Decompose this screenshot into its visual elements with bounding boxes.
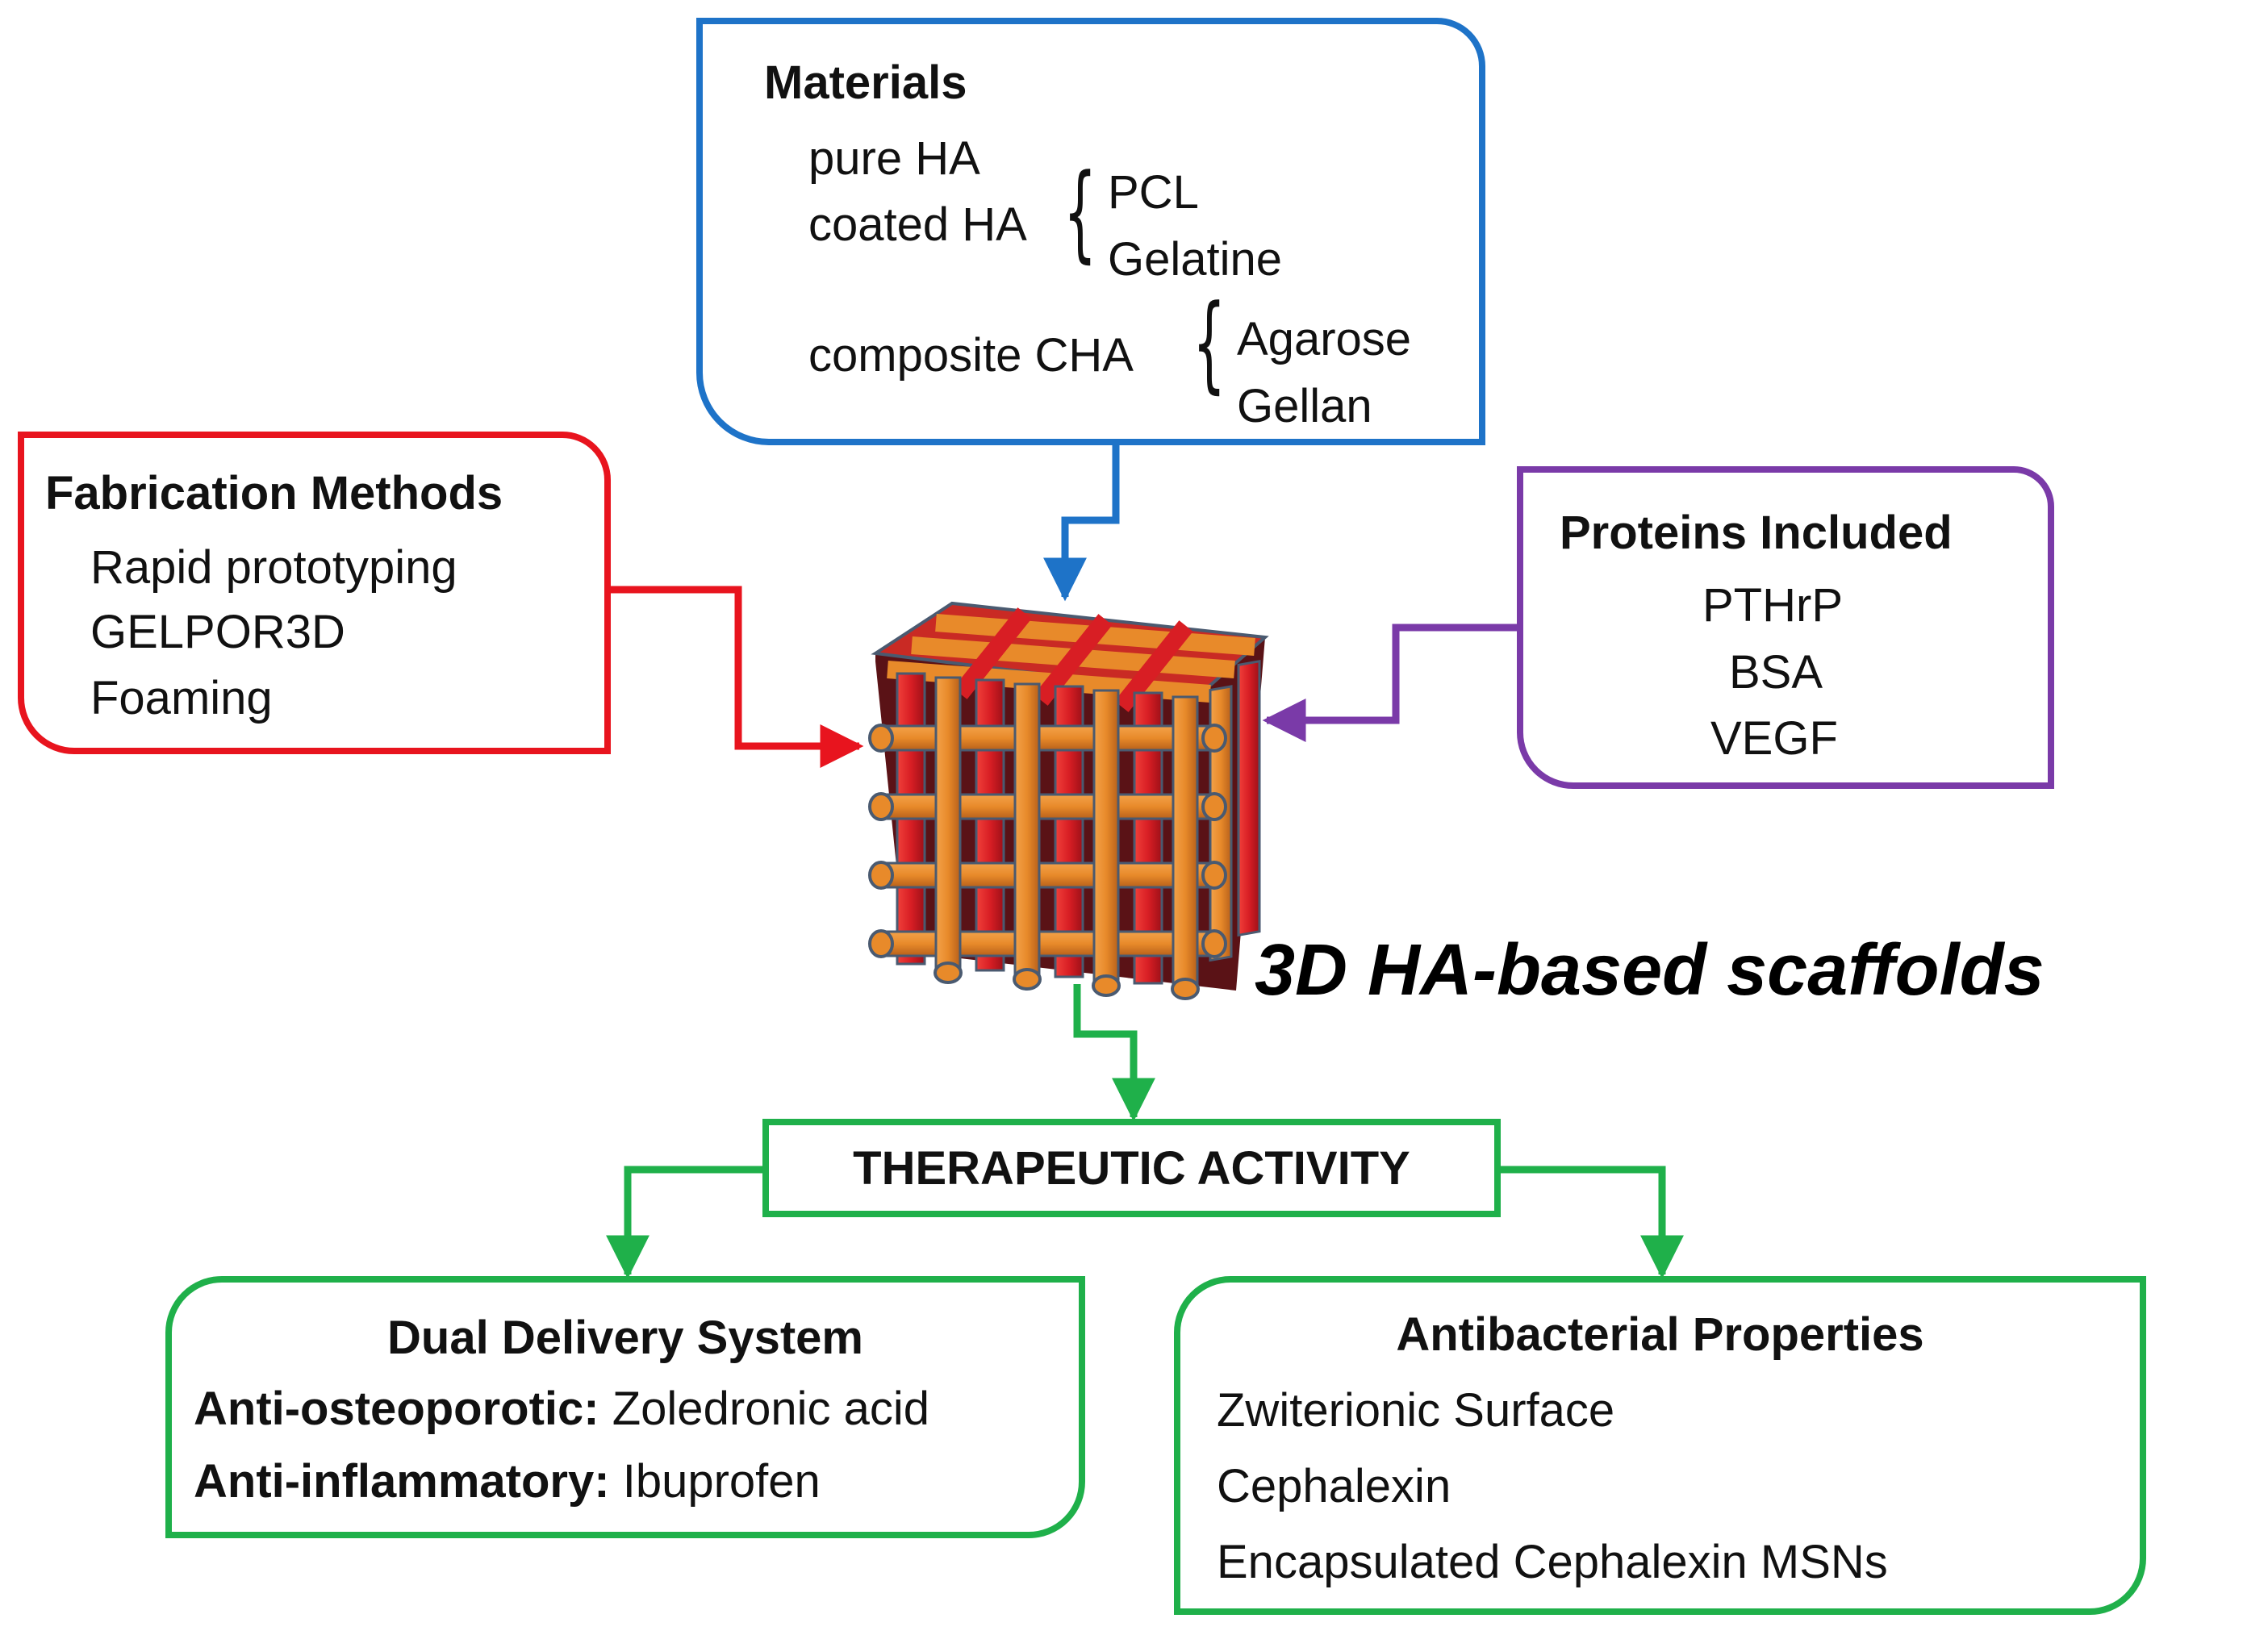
anti-osteoporotic-label: Anti-osteoporotic: [194, 1383, 599, 1435]
dual-delivery-title: Dual Delivery System [387, 1312, 863, 1364]
materials-composite-option-1: Agarose [1237, 313, 1412, 365]
therapeutic-box [762, 1119, 1501, 1217]
fabrication-item-1: Rapid prototyping [90, 541, 457, 594]
antibacterial-item-2: Cephalexin [1217, 1460, 1451, 1512]
materials-coated-option-1: PCL [1108, 166, 1199, 219]
materials-composite-cha: composite CHA [808, 329, 1134, 382]
materials-coated-option-2: Gelatine [1108, 233, 1283, 286]
anti-inflammatory-label: Anti-inflammatory: [194, 1455, 610, 1508]
antibacterial-item-1: Zwiterionic Surface [1217, 1384, 1615, 1437]
materials-box [696, 18, 1485, 445]
dual-delivery-row-1: Anti-osteoporotic: Zoledronic acid [194, 1386, 929, 1433]
proteins-arrow [1262, 624, 1519, 742]
proteins-item-2: BSA [1729, 646, 1823, 699]
proteins-item-1: PTHrP [1702, 579, 1843, 632]
fabrication-box [18, 432, 611, 754]
proteins-box [1517, 466, 2054, 789]
materials-title: Materials [764, 56, 967, 109]
materials-composite-option-2: Gellan [1237, 380, 1372, 432]
antibacterial-item-3: Encapsulated Cephalexin MSNs [1217, 1536, 1888, 1588]
fabrication-item-2: GELPOR3D [90, 606, 345, 658]
antibacterial-box [1174, 1276, 2146, 1615]
scaffold-arrow [1073, 984, 1155, 1122]
composite-brace: { [1192, 282, 1226, 404]
materials-coated-ha: coated HA [808, 198, 1027, 251]
antibacterial-title: Antibacterial Properties [1396, 1308, 1924, 1361]
coated-brace: { [1063, 151, 1097, 273]
fabrication-item-3: Foaming [90, 672, 273, 724]
dual-delivery-box [165, 1276, 1085, 1538]
proteins-item-3: VEGF [1710, 712, 1838, 765]
anti-inflammatory-value: Ibuprofen [622, 1455, 821, 1508]
antibacterial-arrow [1501, 1166, 1684, 1279]
proteins-title: Proteins Included [1560, 507, 1953, 559]
fabrication-arrow [607, 586, 864, 768]
dual-arrow [606, 1166, 766, 1279]
anti-osteoporotic-value: Zoledronic acid [612, 1383, 930, 1435]
scaffold-label: 3D HA-based scaffolds [1255, 930, 2045, 1011]
materials-arrow [1043, 440, 1120, 602]
materials-pure-ha: pure HA [808, 132, 980, 185]
therapeutic-title: THERAPEUTIC ACTIVITY [853, 1142, 1410, 1195]
fabrication-title: Fabrication Methods [45, 467, 503, 519]
dual-delivery-row-2: Anti-inflammatory: Ibuprofen [194, 1458, 821, 1505]
